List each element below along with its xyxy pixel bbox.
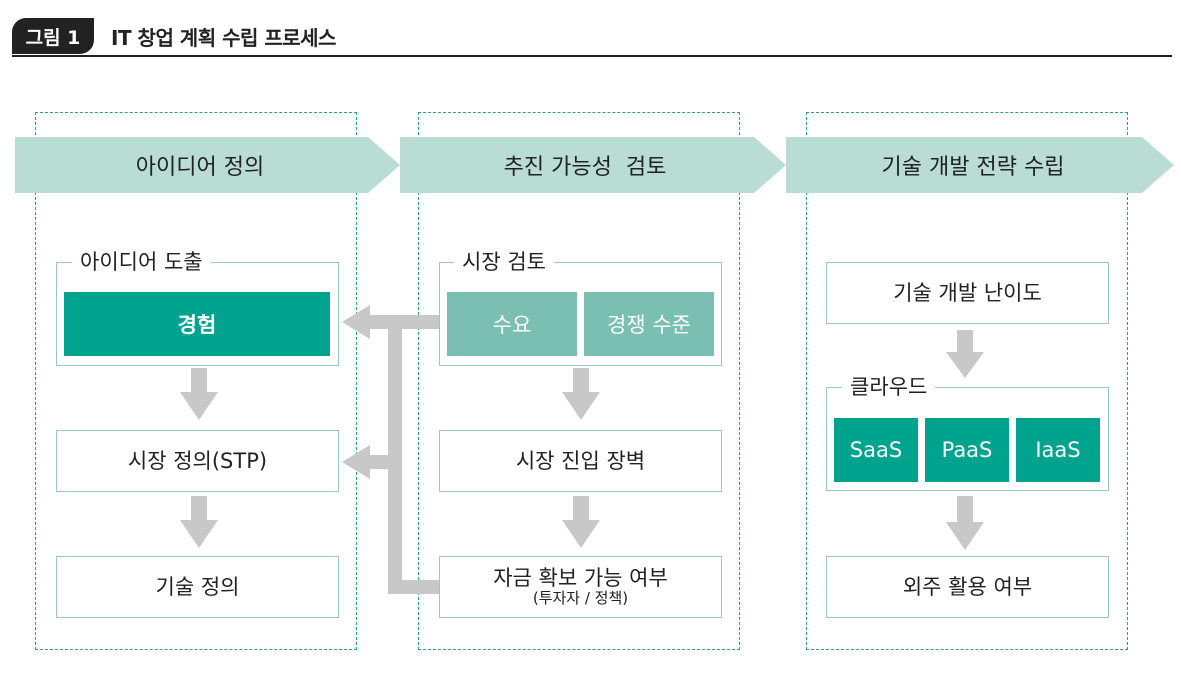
- figure-title: IT 창업 계획 수립 프로세스: [111, 25, 336, 50]
- tech-difficulty-box: 기술 개발 난이도: [826, 262, 1109, 324]
- idea-derivation-label: 아이디어 도출: [72, 249, 211, 275]
- iaas-box: IaaS: [1016, 418, 1100, 482]
- market-entry-barrier-box: 시장 진입 장벽: [439, 430, 722, 492]
- outsourcing-box: 외주 활용 여부: [826, 556, 1109, 618]
- phase-banner-arrow-3: [786, 137, 1174, 193]
- phase-column-1: [35, 112, 357, 650]
- down-arrow-icon: [180, 368, 218, 420]
- paas-box: PaaS: [925, 418, 1009, 482]
- down-arrow-icon: [946, 330, 984, 378]
- market-review-group: [439, 262, 722, 366]
- funding-availability-label: 자금 확보 가능 여부: [493, 566, 668, 591]
- down-arrow-icon: [562, 368, 600, 420]
- phase-label-3: 기술 개발 전략 수립: [881, 155, 1065, 180]
- figure-badge: 그림 1: [12, 18, 94, 54]
- experience-box: 경험: [64, 292, 330, 356]
- market-review-label: 시장 검토: [454, 249, 554, 275]
- phase-column-3: [806, 112, 1128, 650]
- saas-box: SaaS: [834, 418, 918, 482]
- phase-banner-arrow-2: [400, 137, 786, 193]
- demand-box: 수요: [447, 292, 577, 356]
- left-arrow-icon: [342, 305, 390, 339]
- phase-column-2: [418, 112, 740, 650]
- cloud-group: [826, 387, 1109, 491]
- funding-availability-sublabel: (투자자 / 정책): [532, 589, 629, 608]
- phase-banner-arrow-1: [15, 137, 400, 193]
- funding-availability-box: 자금 확보 가능 여부 (투자자 / 정책): [439, 556, 722, 618]
- market-definition-box: 시장 정의(STP): [56, 430, 339, 492]
- competition-level-box: 경쟁 수준: [584, 292, 714, 356]
- connector-line: [370, 455, 402, 469]
- title-rule: [12, 55, 1172, 57]
- down-arrow-icon: [562, 496, 600, 548]
- down-arrow-icon: [946, 496, 984, 550]
- phase-label-1: 아이디어 정의: [135, 155, 265, 180]
- connector-line: [388, 315, 402, 594]
- connector-line: [388, 580, 440, 594]
- down-arrow-icon: [180, 496, 218, 548]
- phase-label-2: 추진 가능성 검토: [503, 155, 667, 180]
- cloud-label: 클라우드: [842, 374, 936, 400]
- left-arrow-icon: [342, 445, 372, 479]
- technology-definition-box: 기술 정의: [56, 556, 339, 618]
